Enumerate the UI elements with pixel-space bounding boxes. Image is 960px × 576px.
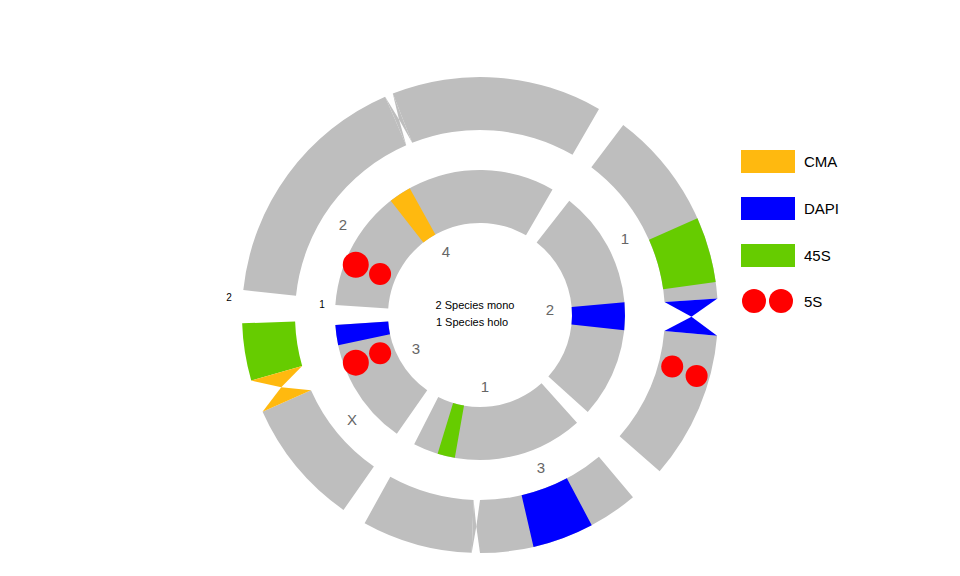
- chromosome-band: [391, 188, 436, 242]
- center-note: 2 Species mono: [436, 300, 515, 311]
- chromosome-arm: [537, 201, 625, 412]
- centromere: [472, 500, 477, 553]
- chromosome-arm: [263, 390, 374, 510]
- chromosome-arm: [414, 383, 577, 460]
- chromosome-number: 1: [481, 379, 489, 394]
- chromosome-ring: [242, 77, 717, 553]
- legend-swatch: [741, 197, 795, 220]
- 5s-signal-group: [343, 252, 708, 387]
- legend-label: CMA: [804, 153, 837, 170]
- centromere: [393, 94, 412, 143]
- centromere: [665, 298, 718, 316]
- centromere: [263, 387, 311, 411]
- chromosome-number: 2: [339, 217, 347, 232]
- chromosome-band: [522, 478, 592, 547]
- chromosome-arm: [393, 77, 599, 155]
- legend-entry: DAPI: [741, 195, 839, 221]
- centromere: [476, 500, 480, 553]
- chromosome-arm: [591, 125, 717, 302]
- centromere: [251, 366, 302, 387]
- chromosome-arm: [620, 331, 717, 471]
- chromosome-number: 2: [546, 302, 554, 317]
- legend-entry: 45S: [741, 242, 831, 268]
- legend-label: 45S: [804, 247, 831, 264]
- chromosome-arm: [243, 97, 406, 296]
- chromosome-number: 2: [226, 293, 232, 303]
- 5s-signal: [369, 342, 391, 364]
- chromosome-number: 3: [537, 460, 545, 475]
- legend-dot: [769, 289, 793, 313]
- chromosome-arm: [365, 477, 474, 553]
- legend-label: 5S: [804, 293, 822, 310]
- legend-symbol: [741, 288, 795, 314]
- chromosome-arm: [335, 321, 427, 433]
- legend-entry: 5S: [741, 288, 822, 314]
- chromosome-number: 1: [319, 300, 325, 310]
- 5s-signal: [369, 263, 391, 285]
- 5s-signal: [343, 252, 369, 278]
- chromosome-number: 4: [442, 244, 450, 259]
- chromosome-number: 3: [412, 341, 420, 356]
- 5s-signal: [686, 365, 708, 387]
- chromosome-arm: [335, 170, 552, 309]
- legend-swatch: [741, 244, 795, 267]
- chromosome-band: [438, 403, 464, 458]
- 5s-signal: [661, 356, 683, 378]
- centromere-group: [251, 94, 717, 553]
- chromosome-arm: [480, 457, 633, 553]
- legend-swatch: [741, 150, 795, 173]
- center-note: 1 Species holo: [436, 317, 508, 328]
- chromosome-band: [571, 302, 625, 330]
- chromosome-number: X: [347, 412, 357, 427]
- legend-label: DAPI: [804, 200, 839, 217]
- centromere: [664, 317, 717, 336]
- chromosome-band: [335, 321, 390, 345]
- chromosome-number: 1: [621, 231, 629, 246]
- legend-entry: CMA: [741, 148, 837, 174]
- legend-dot: [742, 289, 766, 313]
- chromosome-band: [649, 218, 716, 289]
- 5s-signal: [343, 350, 369, 376]
